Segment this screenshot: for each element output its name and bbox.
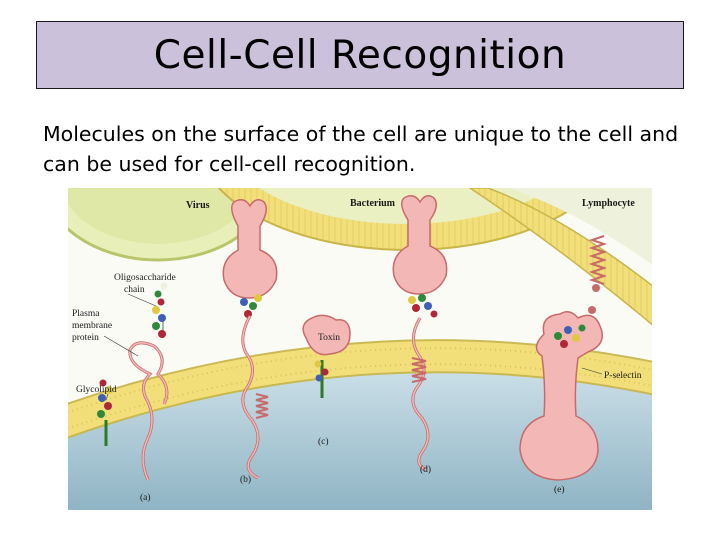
bacterium-receptor	[392, 195, 448, 472]
label-panel-c: (c)	[318, 436, 329, 447]
label-bacterium: Bacterium	[350, 198, 396, 209]
cell-recognition-diagram: Virus Bacterium Lymphocyte Oligosacchari…	[68, 188, 652, 510]
label-plasma-3: protein	[72, 333, 99, 343]
body-text: Molecules on the surface of the cell are…	[43, 122, 679, 176]
leader-plasma	[103, 335, 139, 357]
label-glycolipid: Glycolipid	[76, 385, 117, 395]
glycolipid-structure	[97, 379, 113, 446]
p-selectin-receptor	[519, 235, 608, 481]
label-oligosaccharide-1: Oligosaccharide	[114, 273, 176, 283]
leader-oligosaccharide	[127, 293, 157, 307]
label-oligosaccharide-2: chain	[124, 285, 145, 295]
label-virus: Virus	[186, 200, 210, 211]
label-lymphocyte: Lymphocyte	[582, 198, 635, 209]
leader-p-selectin	[581, 367, 603, 375]
virus-receptor	[222, 199, 278, 480]
slide-title: Cell-Cell Recognition	[153, 32, 567, 78]
virus-cell	[68, 188, 274, 262]
label-plasma-1: Plasma	[72, 309, 100, 319]
label-toxin: Toxin	[318, 333, 340, 343]
label-plasma-2: membrane	[72, 321, 112, 331]
lymphocyte-cell	[468, 188, 652, 326]
toxin-molecule	[302, 314, 351, 398]
label-panel-b: (b)	[240, 474, 251, 485]
label-panel-a: (a)	[140, 492, 151, 503]
label-panel-e: (e)	[554, 484, 565, 495]
title-banner: Cell-Cell Recognition	[36, 21, 684, 89]
label-p-selectin: P-selectin	[604, 371, 642, 381]
plasma-membrane-protein	[128, 282, 169, 481]
leader-glycolipid	[105, 393, 109, 401]
label-panel-d: (d)	[420, 464, 431, 475]
